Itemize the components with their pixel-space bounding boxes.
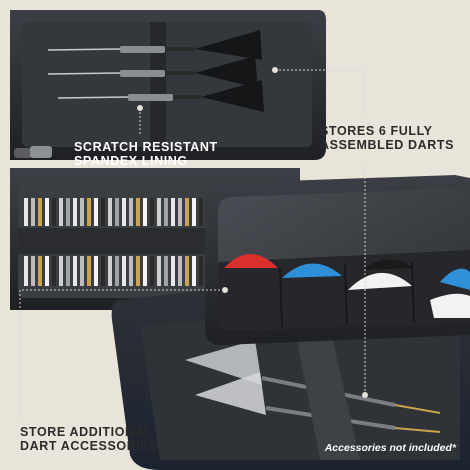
callout-darts: STORES 6 FULLY ASSEMBLED DARTS — [320, 124, 454, 152]
accessory-shaft-bottom — [80, 256, 84, 286]
accessory-shaft-bottom — [38, 256, 42, 286]
accessory-shaft-bottom — [164, 256, 168, 286]
accessory-shaft-bottom — [171, 256, 175, 286]
callout-accessories-line2: DART ACCESSORIES — [20, 439, 159, 453]
flight-black — [362, 259, 414, 270]
accessory-shaft-bottom — [143, 256, 147, 286]
accessory-shaft-bottom — [115, 256, 119, 286]
stored-dart — [47, 30, 262, 60]
accessory-shaft-top — [164, 198, 168, 226]
accessory-shaft-top — [136, 198, 140, 226]
accessory-shaft-top — [143, 198, 147, 226]
accessory-shaft-top — [94, 198, 98, 226]
flight-white — [348, 272, 412, 290]
accessory-shaft-bottom — [59, 256, 63, 286]
accessory-shaft-top — [185, 198, 189, 226]
callout-darts-line1: STORES 6 FULLY — [320, 124, 433, 138]
callout-accessories: STORE ADDITIONAL DART ACCESSORIES — [20, 425, 158, 453]
accessory-shaft-bottom — [94, 256, 98, 286]
accessory-shaft-top — [80, 198, 84, 226]
accessory-shaft-bottom — [31, 256, 35, 286]
accessory-shaft-top — [157, 198, 161, 226]
accessory-shaft-top — [73, 198, 77, 226]
accessory-shaft-top — [31, 198, 35, 226]
flight-blue — [282, 263, 342, 278]
accessory-shaft-bottom — [178, 256, 182, 286]
accessory-shaft-top — [52, 198, 56, 226]
callout-lining-line2: SPANDEX LINING — [74, 154, 188, 168]
callout-accessories-line1: STORE ADDITIONAL — [20, 425, 153, 439]
accessory-shaft-bottom — [24, 256, 28, 286]
flight-blue-edge — [440, 268, 470, 290]
accessory-shaft-top — [171, 198, 175, 226]
accessory-shaft-top — [108, 198, 112, 226]
accessory-shaft-top — [115, 198, 119, 226]
footnote-accessories-not-included: Accessories not included* — [324, 442, 456, 454]
accessory-shaft-bottom — [87, 256, 91, 286]
accessory-shaft-bottom — [150, 256, 154, 286]
accessory-shaft-top — [45, 198, 49, 226]
accessory-shaft-top — [87, 198, 91, 226]
accessory-shaft-bottom — [136, 256, 140, 286]
accessory-shaft-bottom — [101, 256, 105, 286]
accessory-shaft-bottom — [185, 256, 189, 286]
accessory-shaft-bottom — [66, 256, 70, 286]
accessory-shaft-bottom — [129, 256, 133, 286]
flight-holder — [205, 175, 470, 345]
accessory-shaft-bottom — [192, 256, 196, 286]
callout-lines — [19, 69, 366, 420]
accessory-shaft-top — [199, 198, 203, 226]
accessory-shaft-top — [59, 198, 63, 226]
accessory-shaft-bottom — [199, 256, 203, 286]
accessory-shaft-bottom — [45, 256, 49, 286]
accessory-shaft-top — [24, 198, 28, 226]
accessory-shaft-top — [150, 198, 154, 226]
accessory-shaft-bottom — [157, 256, 161, 286]
callout-lining: SCRATCH RESISTANT SPANDEX LINING — [74, 140, 218, 168]
callout-dots — [137, 67, 368, 398]
accessory-shaft-bottom — [73, 256, 77, 286]
accessory-shaft-bottom — [108, 256, 112, 286]
case-top-lid — [10, 10, 326, 160]
accessory-shaft-top — [38, 198, 42, 226]
accessory-shaft-top — [178, 198, 182, 226]
flight-white-edge — [430, 293, 470, 318]
flight-red — [224, 254, 278, 268]
accessory-shaft-bottom — [52, 256, 56, 286]
accessory-shaft-top — [192, 198, 196, 226]
accessory-shaft-top — [122, 198, 126, 226]
accessory-shaft-top — [101, 198, 105, 226]
accessory-shaft-top — [129, 198, 133, 226]
stored-dart — [47, 56, 258, 88]
accessory-shaft-bottom — [122, 256, 126, 286]
stored-dart — [57, 80, 264, 112]
callout-lining-line1: SCRATCH RESISTANT — [74, 140, 218, 154]
zipper-pull — [14, 146, 52, 158]
callout-darts-line2: ASSEMBLED DARTS — [320, 138, 455, 152]
accessory-shaft-top — [66, 198, 70, 226]
